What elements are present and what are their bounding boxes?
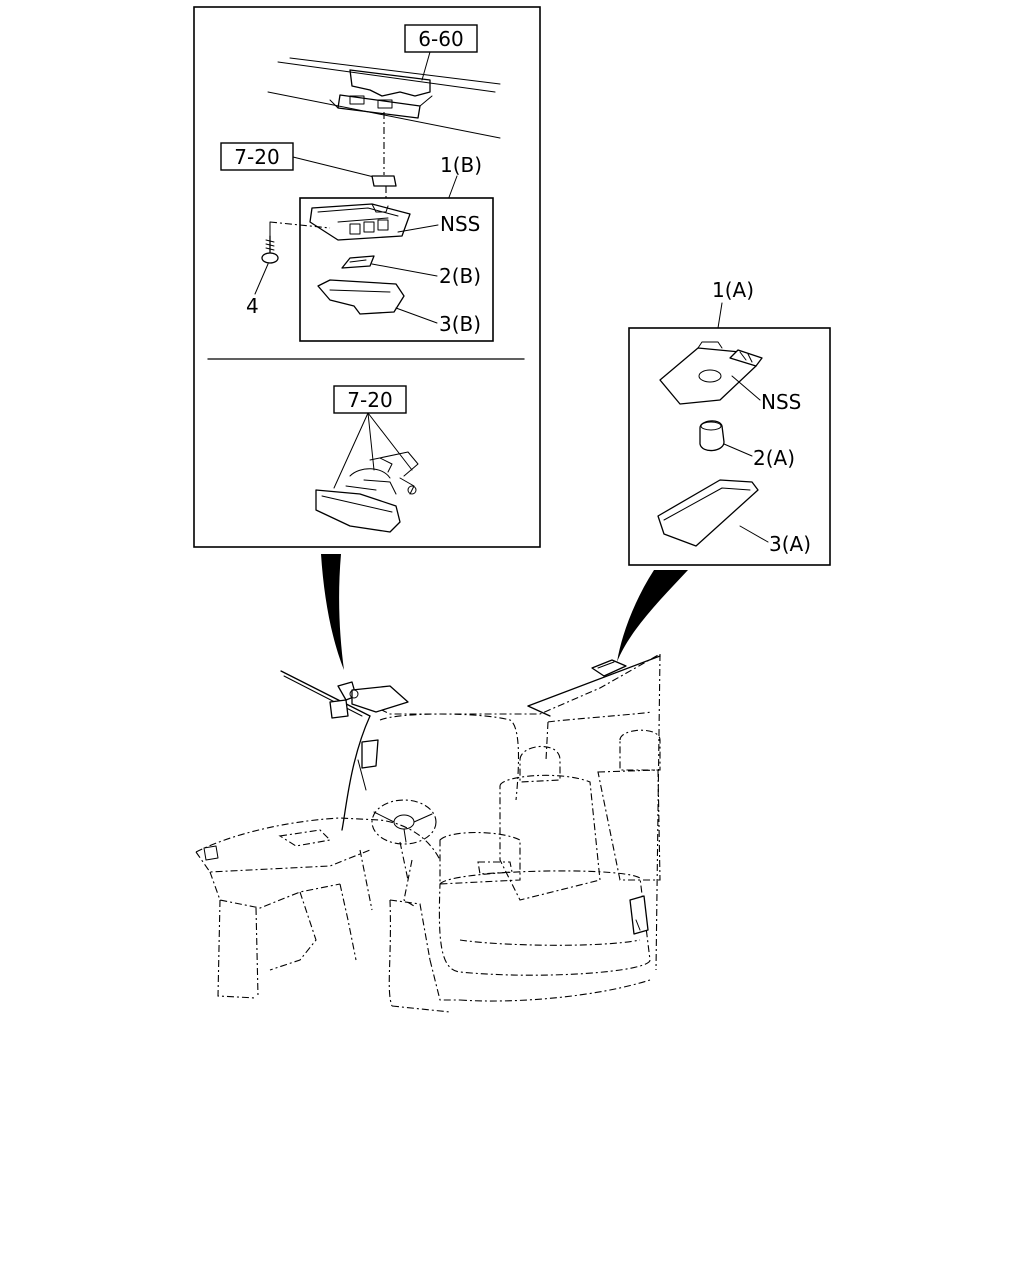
- lamp-base-a: [659, 341, 763, 405]
- group-label-1b: 1(B): [440, 153, 482, 177]
- group-label-1a: 1(A): [712, 278, 754, 302]
- part3-label-b: 3(B): [439, 312, 481, 336]
- ref-label-7-20-upper: 7-20: [234, 145, 279, 169]
- bulb-a: [699, 420, 725, 452]
- part2-label-a: 2(A): [753, 446, 795, 470]
- nss-label-a: NSS: [761, 390, 801, 414]
- ref-box-7-20-lower: [333, 385, 407, 414]
- inset-b-panel: 6-60 7-20 1(B) NSS: [193, 6, 541, 548]
- nss-label-b: NSS: [440, 212, 480, 236]
- lens-a: [657, 479, 759, 547]
- part3-label-a: 3(A): [769, 532, 811, 556]
- screw-label-4: 4: [246, 294, 259, 318]
- bulb-b: [341, 255, 375, 269]
- lamp-base-b: [309, 203, 411, 241]
- bracket-clip: [371, 175, 397, 187]
- roof-rail-drawing: [267, 57, 501, 139]
- rearview-mirror-drawing: [315, 451, 419, 533]
- part2-label-b: 2(B): [439, 264, 481, 288]
- inset-a-panel: 1(A) NSS 2(A) 3(A): [628, 278, 831, 566]
- ref-label-6-60: 6-60: [418, 27, 463, 51]
- ref-box-6-60: [404, 24, 478, 53]
- callout-pointer-b: [321, 554, 344, 670]
- callout-pointer-a: [617, 570, 688, 662]
- screw-4: [261, 235, 279, 264]
- lens-b: [317, 279, 405, 315]
- ref-label-7-20-lower: 7-20: [347, 388, 392, 412]
- cab-interior-drawing: [195, 653, 661, 1013]
